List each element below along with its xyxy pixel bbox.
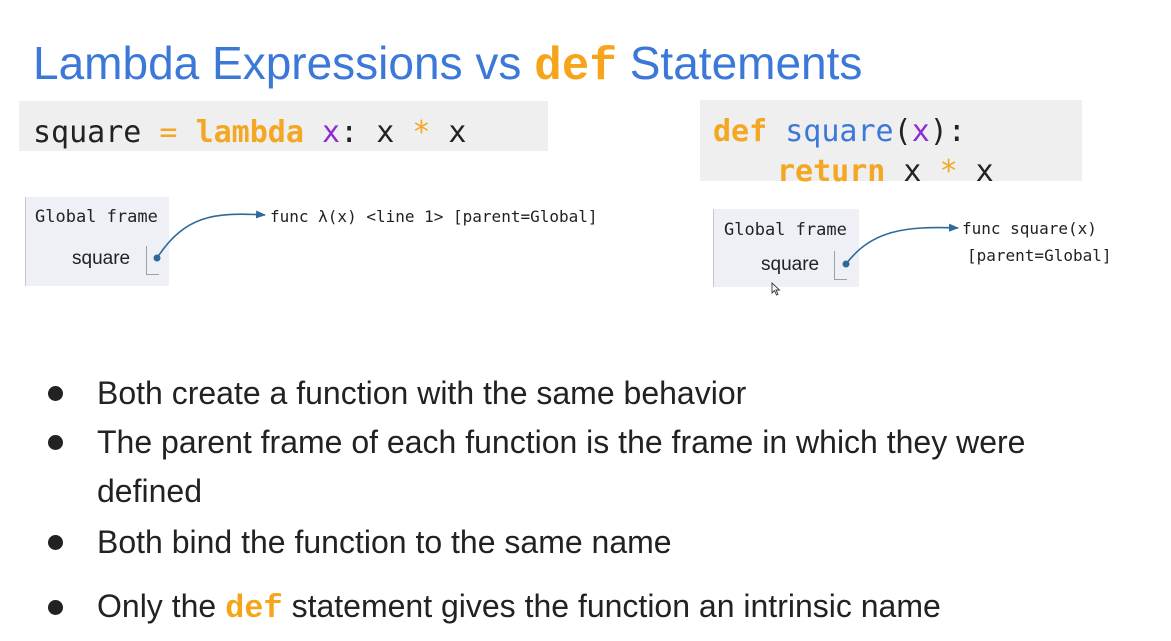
- slide-title: Lambda Expressions vs def Statements: [33, 32, 862, 98]
- bullet-dot: [48, 386, 63, 401]
- bullet-text-start: Only the: [97, 588, 226, 624]
- lambda-name: square: [33, 115, 142, 150]
- bullet-def-keyword: def: [225, 590, 283, 627]
- def-function-parent: [parent=Global]: [967, 246, 1112, 265]
- lambda-expr-right: x: [430, 115, 467, 150]
- def-function-object: func square(x): [962, 219, 1097, 238]
- title-text-start: Lambda Expressions vs: [33, 37, 535, 89]
- lambda-assign: =: [141, 115, 196, 150]
- def-code-block: def square(x): return x * x: [700, 100, 1082, 189]
- bullet-item: Both bind the function to the same name: [97, 524, 672, 560]
- bullet-dot: [48, 600, 63, 615]
- lambda-function-object: func λ(x) <line 1> [parent=Global]: [270, 207, 598, 226]
- bullet-dot: [48, 535, 63, 550]
- def-keyword: def: [713, 114, 768, 149]
- def-code-line-1: def square(x):: [713, 112, 966, 152]
- frame-variable-name: square: [761, 254, 820, 275]
- lambda-code-line: square = lambda x: x * x: [33, 113, 467, 153]
- frame-variable-name: square: [72, 248, 131, 269]
- def-expr-right: x: [957, 154, 994, 189]
- lambda-colon: :: [340, 115, 377, 150]
- lambda-code-block: square = lambda x: x * x: [19, 101, 548, 151]
- mouse-pointer-icon: [771, 282, 781, 296]
- lambda-multiply-op: *: [412, 115, 431, 150]
- bullet-text-end: statement gives the function an intrinsi…: [282, 588, 941, 624]
- bullet-dot: [48, 435, 63, 450]
- def-code-line-2: return x * x: [777, 152, 994, 192]
- bullet-item: Only the def statement gives the functio…: [97, 582, 941, 633]
- def-param: x: [911, 114, 930, 149]
- title-def-keyword: def: [534, 41, 617, 93]
- def-multiply-op: *: [939, 154, 958, 189]
- frame-variable-slot: [834, 251, 847, 280]
- frame-label: Global frame: [35, 207, 158, 227]
- def-open-paren: (: [893, 114, 912, 149]
- bullet-item: The parent frame of each function is the…: [97, 424, 1026, 460]
- lambda-keyword: lambda: [195, 115, 304, 150]
- def-close-paren: ):: [929, 114, 966, 149]
- return-keyword: return: [777, 154, 886, 189]
- frame-variable-slot: [146, 246, 159, 275]
- def-function-name: square: [785, 114, 894, 149]
- title-text-end: Statements: [616, 37, 863, 89]
- bullet-item-continuation: defined: [97, 473, 202, 509]
- lambda-expr-left: x: [376, 115, 413, 150]
- lambda-param: x: [322, 115, 341, 150]
- bullet-item: Both create a function with the same beh…: [97, 375, 747, 411]
- def-global-frame: Global frame square: [713, 209, 859, 287]
- def-expr-left: x: [885, 154, 940, 189]
- lambda-global-frame: Global frame square: [25, 197, 169, 286]
- frame-label: Global frame: [724, 220, 847, 240]
